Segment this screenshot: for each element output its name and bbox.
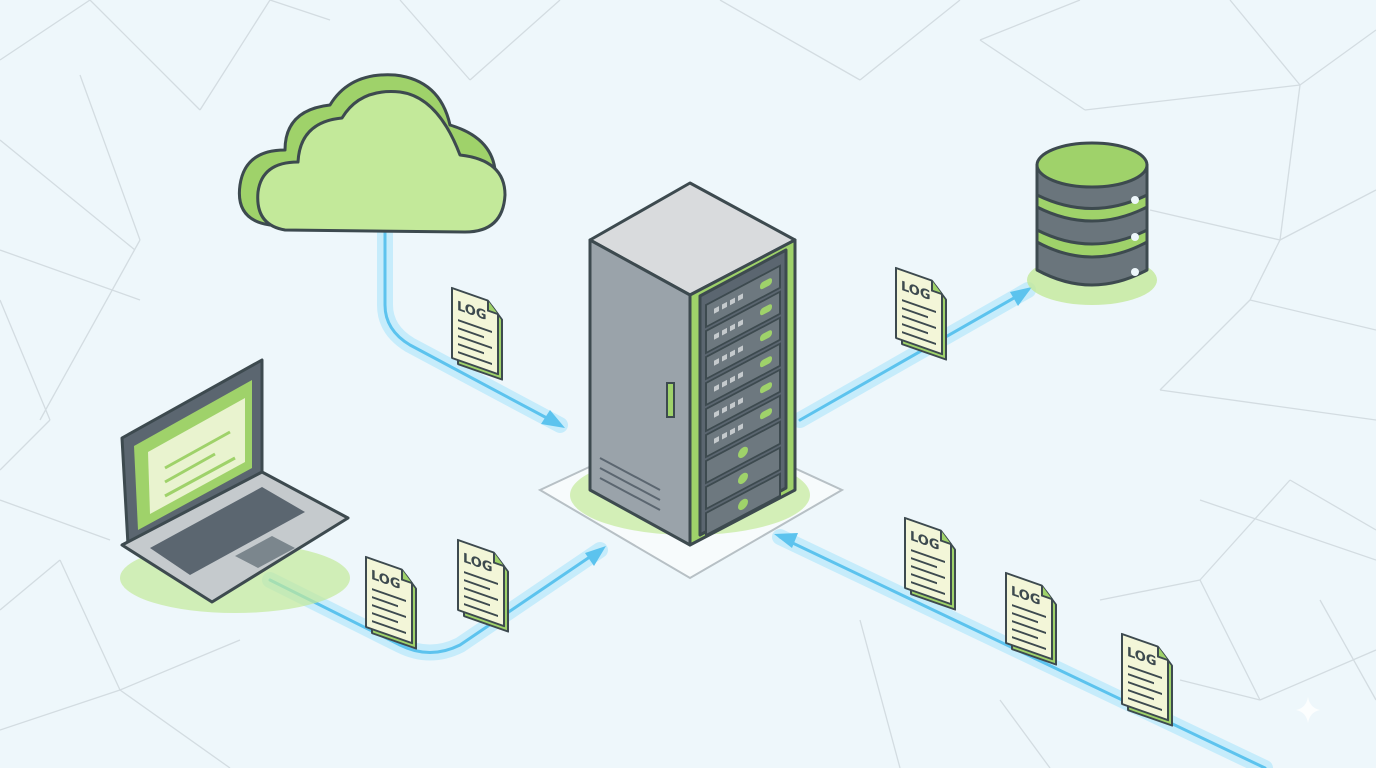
rack-unit (705, 290, 781, 355)
rack-unit (705, 420, 781, 485)
server-door-handle (666, 382, 675, 418)
server-rack-icon (588, 181, 797, 547)
arrow-head (1010, 287, 1032, 306)
arrow-head (774, 533, 798, 548)
rack-unit (705, 316, 781, 381)
rack-unit (705, 342, 781, 407)
log-document-icon: LOG (904, 516, 956, 611)
rack-unit (705, 368, 781, 433)
cloud-icon (237, 73, 507, 234)
arrow-head (541, 410, 565, 428)
rack-unit (705, 394, 781, 459)
database-icon (1027, 141, 1157, 305)
log-document-icon: LOG (365, 555, 417, 650)
log-document-icon: LOG (451, 286, 503, 381)
log-document-icon: LOG (457, 538, 509, 633)
laptop-icon (120, 358, 350, 613)
log-documents: LOG LOG LOG LOG LOG LOG LOG (365, 266, 1173, 727)
rack-unit (705, 446, 781, 511)
rack-unit (705, 264, 781, 329)
rack-unit (705, 472, 781, 537)
log-document-icon: LOG (1121, 632, 1173, 727)
log-document-icon: LOG (895, 266, 947, 361)
arrow-head (585, 546, 606, 566)
log-document-icon: LOG (1005, 571, 1057, 666)
sparkle-watermark-icon (1296, 697, 1320, 723)
